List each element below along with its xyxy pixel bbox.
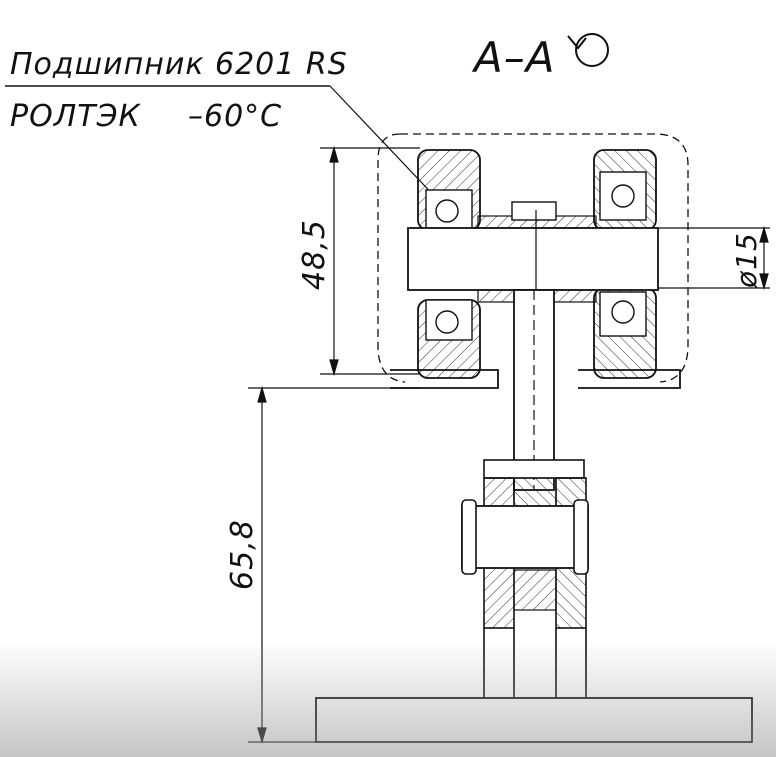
lower-clevis	[483, 459, 587, 698]
right-wheel-lower	[593, 287, 657, 379]
dimension-wheel-height	[320, 145, 420, 377]
dimension-axle-diameter	[658, 225, 770, 291]
dimension-label-total-height: 65,8	[225, 519, 260, 590]
dimension-label-axle-diameter: ø15	[730, 232, 763, 289]
bearing-callout-line2-maker: РОЛТЭК	[10, 99, 142, 134]
base-plate	[315, 697, 753, 743]
rotated-view-icon	[567, 33, 609, 67]
axle	[407, 201, 659, 303]
hanger-left-plate	[390, 369, 499, 389]
hanger-right-plate	[578, 369, 681, 389]
left-wheel-upper	[417, 149, 481, 231]
bearing-callout-line2-temp: –60°С	[188, 99, 282, 134]
bearing-callout-line1: Подшипник 6201 RS	[10, 47, 348, 82]
right-wheel-upper	[593, 149, 657, 231]
dimension-total-height	[248, 385, 420, 745]
carriage-outline-dashed	[377, 133, 689, 383]
clevis-pin	[461, 499, 589, 575]
left-wheel-lower	[417, 299, 481, 379]
section-label: А–А	[471, 33, 555, 82]
dimension-label-wheel-height: 48,5	[297, 219, 332, 290]
